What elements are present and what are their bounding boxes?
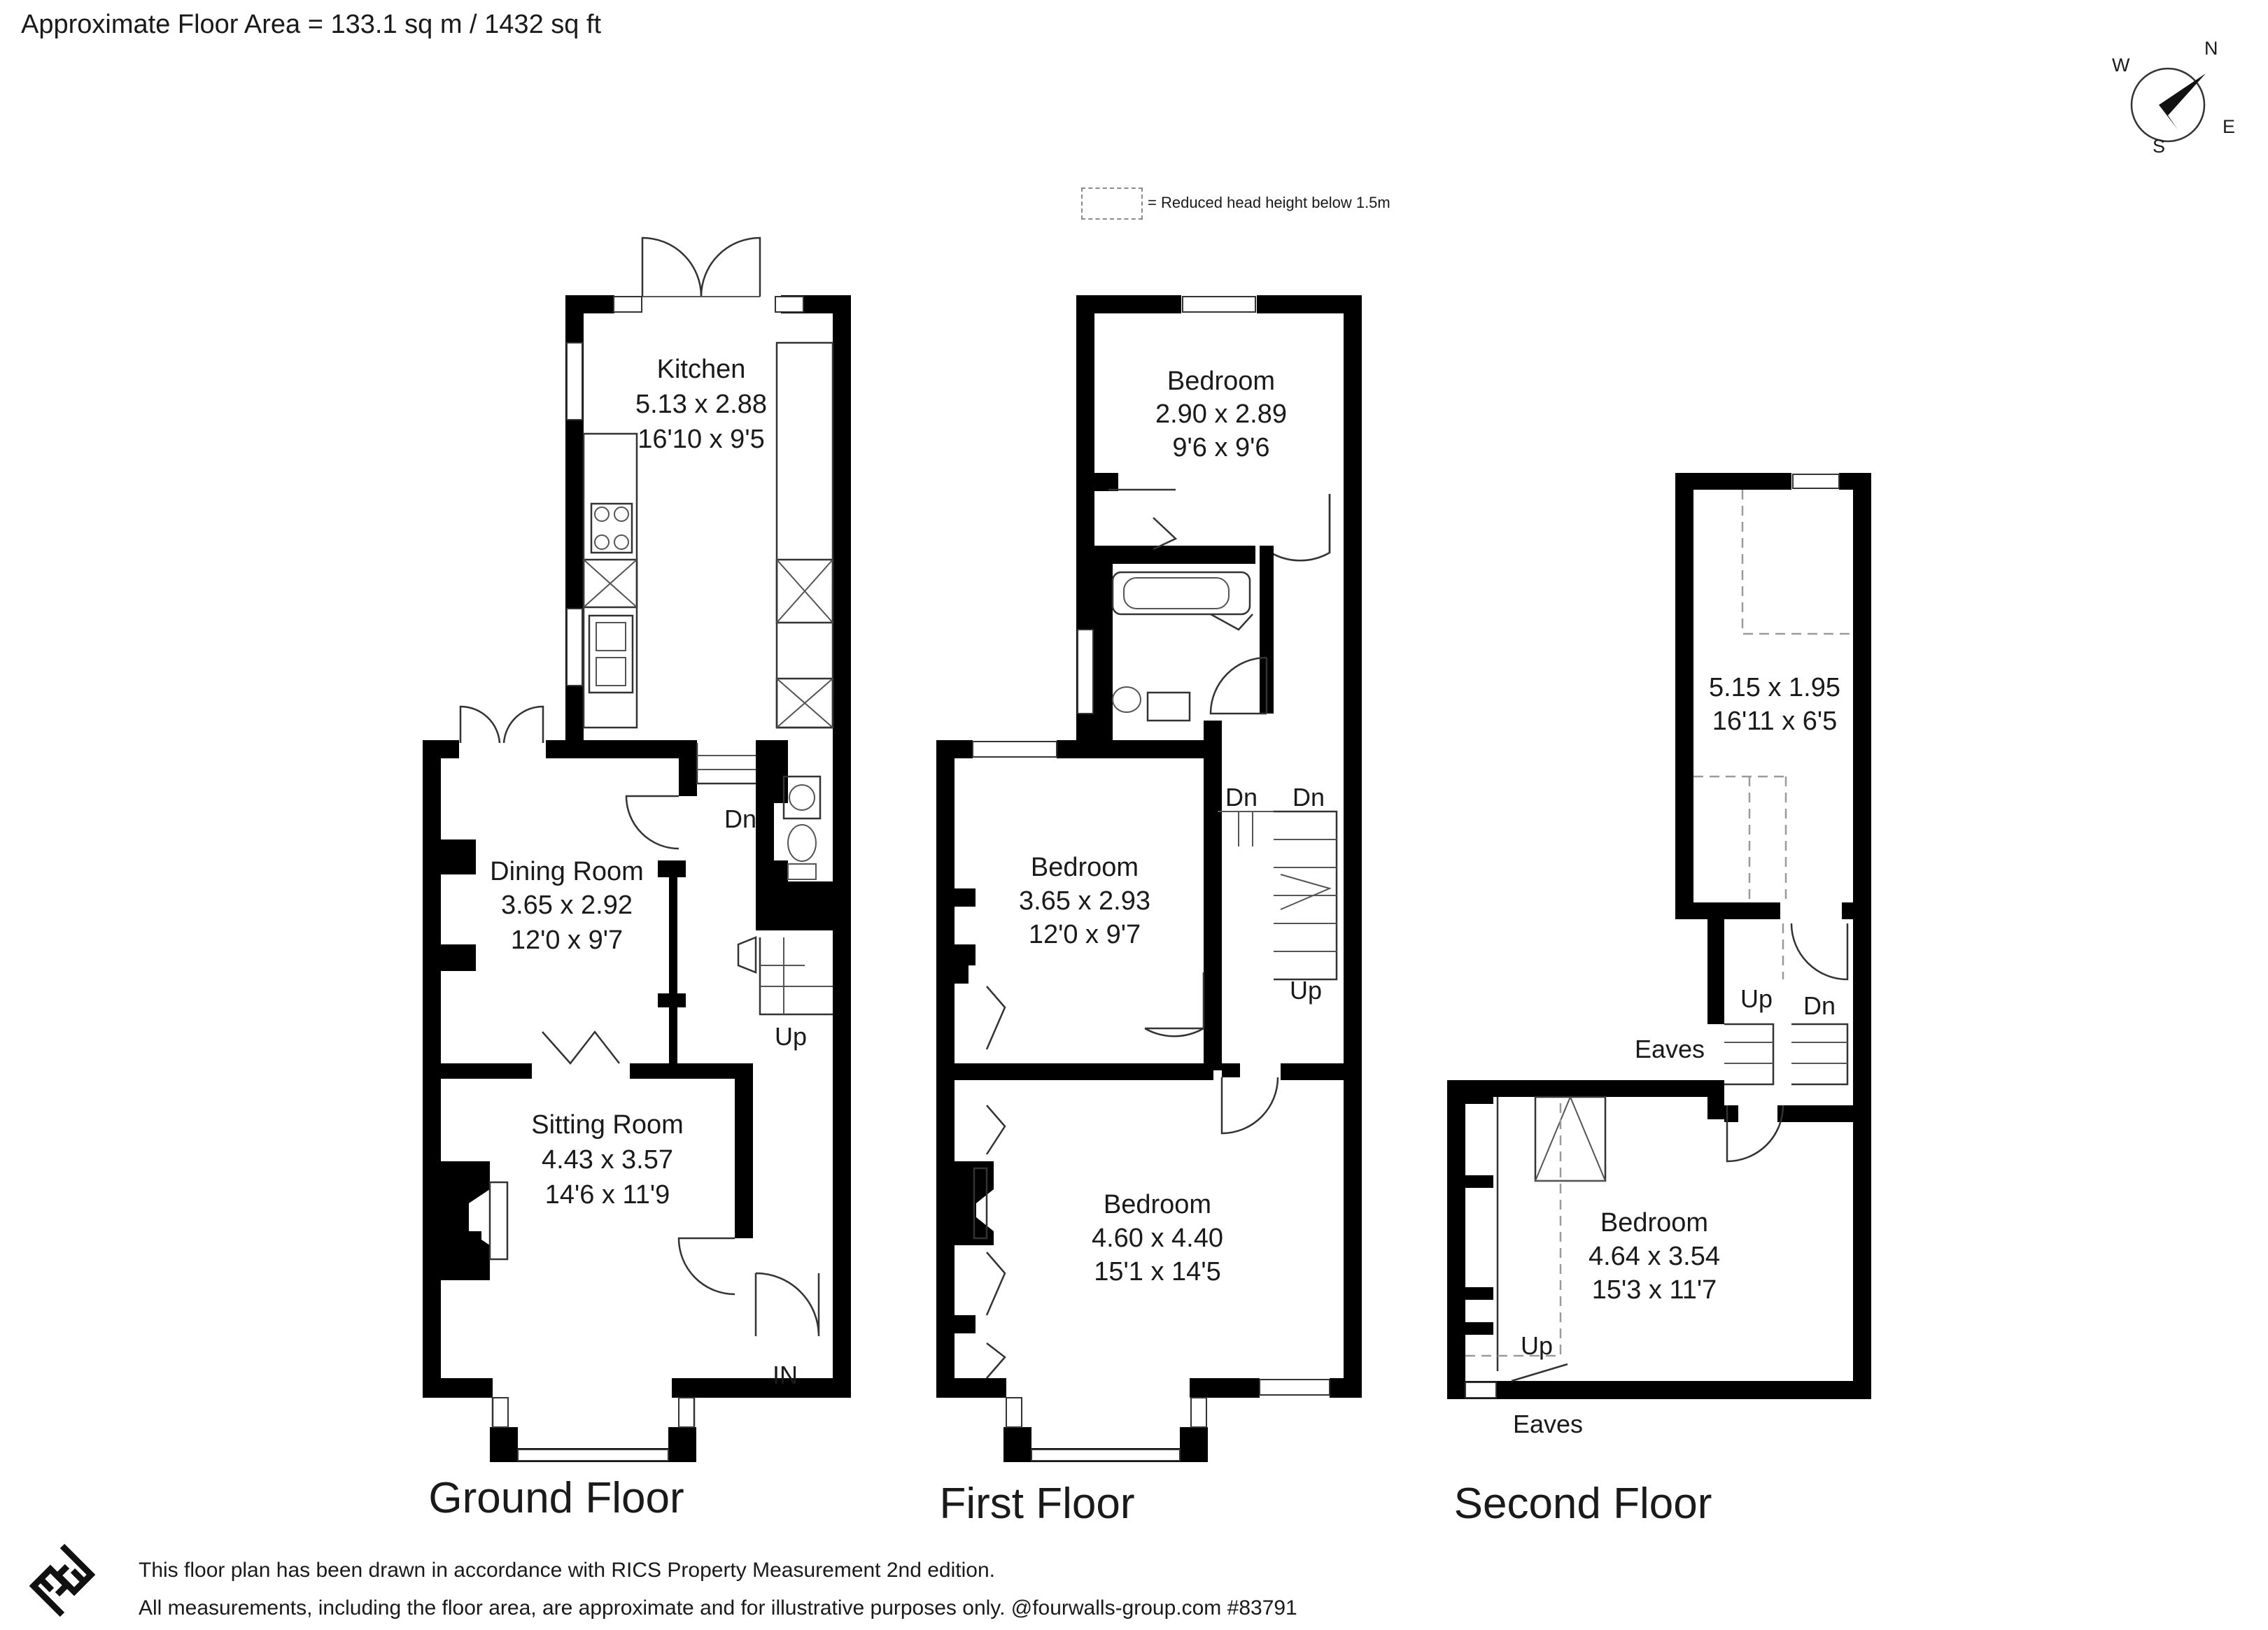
first-stairs-dn-label-1: Dn <box>1225 783 1258 812</box>
second-upper-room-imperial: 16'11 x 6'5 <box>1712 707 1838 736</box>
first-front-bedroom-imperial: 15'1 x 14'5 <box>1094 1257 1220 1287</box>
ground-stairs-dn-label: Dn <box>724 805 756 833</box>
first-front-bedroom-name: Bedroom <box>1104 1190 1211 1219</box>
sitting-room-name: Sitting Room <box>531 1110 684 1140</box>
second-eaves-label-upper: Eaves <box>1635 1035 1705 1063</box>
reduced-height-legend-text: = Reduced head height below 1.5m <box>1148 194 1390 211</box>
ground-floor-plan: Kitchen 5.13 x 2.88 16'10 x 9'5 Dining R… <box>423 236 851 1522</box>
rics-note-text: This floor plan has been drawn in accord… <box>139 1559 995 1582</box>
second-bedroom-imperial: 15'3 x 11'7 <box>1592 1275 1717 1305</box>
floor-area-text: Approximate Floor Area = 133.1 sq m / 14… <box>21 10 602 39</box>
second-upper-room-metric: 5.15 x 1.95 <box>1709 673 1840 702</box>
ground-entrance-in-label: IN <box>773 1361 798 1389</box>
fourwalls-logo-icon <box>29 1543 96 1617</box>
first-floor-title: First Floor <box>940 1480 1135 1528</box>
compass-s: S <box>2153 136 2165 157</box>
second-stairs-dn-label: Dn <box>1803 991 1836 1020</box>
second-floor-title: Second Floor <box>1454 1480 1712 1528</box>
ground-floor-title: Ground Floor <box>428 1474 684 1522</box>
second-up-label-lower: Up <box>1521 1331 1553 1360</box>
first-rear-bedroom-imperial: 9'6 x 9'6 <box>1172 433 1269 462</box>
kitchen-name: Kitchen <box>657 355 746 384</box>
first-mid-bedroom-imperial: 12'0 x 9'7 <box>1029 920 1141 949</box>
compass-ring <box>2130 67 2206 143</box>
second-eaves-label-lower: Eaves <box>1513 1410 1583 1438</box>
second-bedroom-metric: 4.64 x 3.54 <box>1589 1242 1720 1271</box>
compass-needle-icon <box>2159 73 2206 115</box>
first-mid-bedroom-metric: 3.65 x 2.93 <box>1019 886 1150 916</box>
first-front-bedroom-metric: 4.60 x 4.40 <box>1092 1224 1223 1253</box>
compass-n: N <box>2204 38 2218 59</box>
second-bedroom-name: Bedroom <box>1600 1208 1708 1238</box>
first-rear-bedroom-metric: 2.90 x 2.89 <box>1155 399 1287 429</box>
first-stairs-dn-label-2: Dn <box>1293 783 1325 812</box>
reduced-height-legend-swatch <box>1081 187 1143 220</box>
ground-stairs-up-label: Up <box>775 1022 807 1051</box>
kitchen-imperial: 16'10 x 9'5 <box>638 425 764 454</box>
first-floor-plan: Bedroom 2.90 x 2.89 9'6 x 9'6 Bedroom 3.… <box>936 295 1362 1528</box>
compass-w: W <box>2112 55 2130 76</box>
disclaimer-text: All measurements, including the floor ar… <box>139 1596 1297 1620</box>
dining-room-imperial: 12'0 x 9'7 <box>511 926 623 955</box>
first-stairs-up-label: Up <box>1290 976 1322 1005</box>
dining-room-name: Dining Room <box>490 857 644 886</box>
first-rear-bedroom-name: Bedroom <box>1167 367 1275 396</box>
compass-e: E <box>2223 116 2235 137</box>
dining-room-metric: 3.65 x 2.92 <box>501 891 633 920</box>
sitting-room-imperial: 14'6 x 11'9 <box>545 1180 670 1210</box>
kitchen-metric: 5.13 x 2.88 <box>635 390 767 419</box>
second-floor-plan: 5.15 x 1.95 16'11 x 6'5 Bedroom 4.64 x 3… <box>1447 473 1871 1528</box>
sitting-room-metric: 4.43 x 3.57 <box>542 1145 673 1175</box>
first-mid-bedroom-name: Bedroom <box>1031 853 1139 882</box>
second-stairs-up-label: Up <box>1740 984 1773 1013</box>
compass: N E S W <box>2112 38 2235 157</box>
